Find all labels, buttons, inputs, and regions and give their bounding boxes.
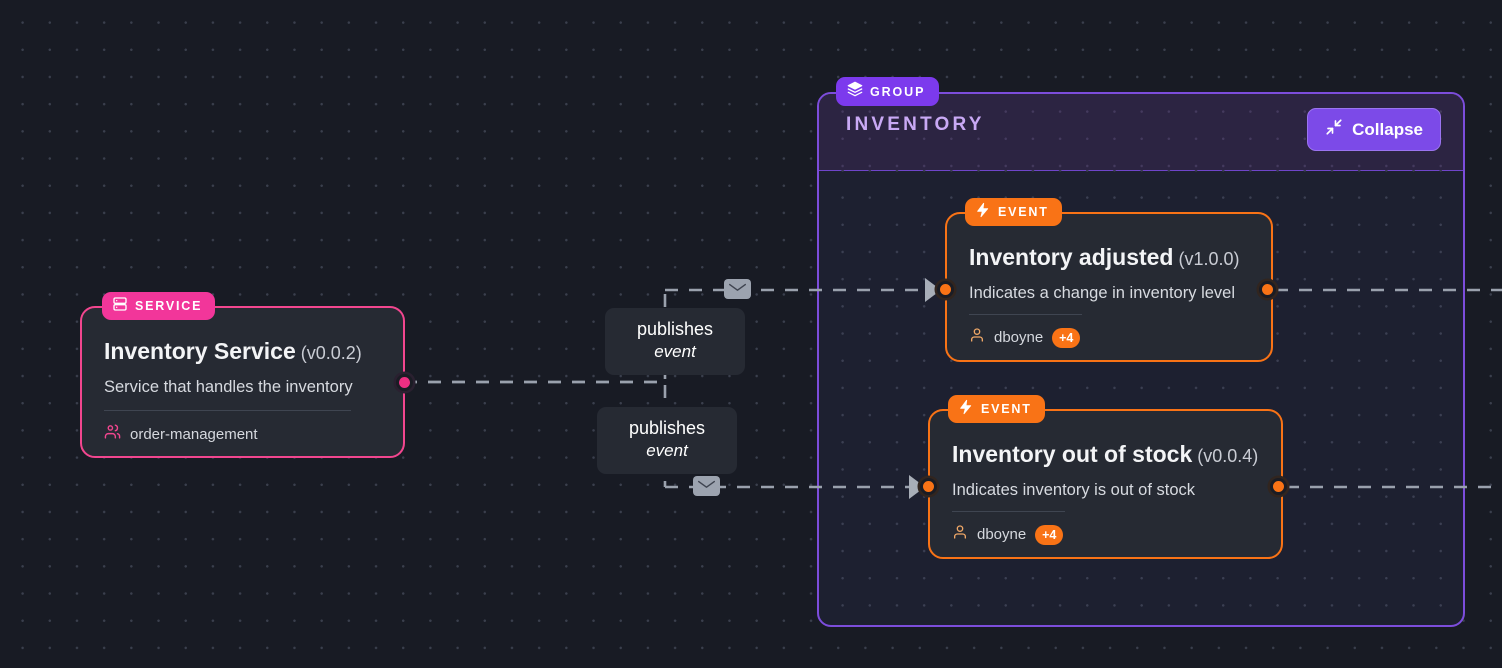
event-owner-stock: dboyne +4 [952, 524, 1064, 545]
node-inventory-service[interactable]: SERVICE Inventory Service(v0.0.2) Servic… [80, 292, 405, 458]
event-output-handle-adjusted[interactable] [1259, 281, 1276, 298]
service-owner: order-management [104, 423, 258, 445]
event-title-text-adjusted: Inventory adjusted [969, 244, 1174, 270]
event-input-handle-adjusted[interactable] [937, 281, 954, 298]
service-output-handle[interactable] [396, 374, 413, 391]
service-title: Inventory Service(v0.0.2) [104, 338, 385, 365]
event-description-stock: Indicates inventory is out of stock [952, 481, 1196, 499]
event-title-text-stock: Inventory out of stock [952, 441, 1193, 467]
event-output-handle-stock[interactable] [1270, 478, 1287, 495]
server-stack-icon [112, 296, 128, 317]
service-version: (v0.0.2) [300, 343, 362, 363]
event-divider-adjusted [969, 314, 1082, 315]
event-title-adjusted: Inventory adjusted(v1.0.0) [969, 244, 1253, 271]
node-inventory-adjusted[interactable]: EVENT Inventory adjusted(v1.0.0) Indicat… [945, 198, 1273, 362]
edge-label-line1-stock: publishes [628, 418, 706, 438]
event-owner-count-stock: +4 [1035, 524, 1064, 545]
event-title-stock: Inventory out of stock(v0.0.4) [952, 441, 1263, 468]
event-version-adjusted: (v1.0.0) [1178, 249, 1240, 269]
event-owner-label-adjusted: dboyne [994, 329, 1044, 346]
edge-label-line2-stock: event [646, 441, 688, 461]
service-title-text: Inventory Service [104, 338, 296, 364]
event-badge-stock: EVENT [948, 395, 1045, 423]
event-version-stock: (v0.0.4) [1197, 446, 1259, 466]
edge-envelope-stock [693, 476, 720, 496]
event-badge-adjusted: EVENT [965, 198, 1062, 226]
edge-label-line1-adjusted: publishes [636, 319, 714, 339]
lightning-bolt-icon [975, 202, 991, 223]
event-input-handle-stock[interactable] [920, 478, 937, 495]
user-icon [952, 524, 968, 545]
layers-icon [847, 81, 863, 102]
service-badge-label: SERVICE [135, 299, 203, 313]
collapse-arrows-icon [1325, 118, 1343, 141]
event-badge-label-stock: EVENT [981, 402, 1032, 416]
group-title: INVENTORY [846, 114, 985, 135]
event-owner-count-adjusted: +4 [1052, 327, 1081, 348]
collapse-button[interactable]: Collapse [1307, 108, 1441, 151]
user-icon [969, 327, 985, 348]
node-inventory-out-of-stock[interactable]: EVENT Inventory out of stock(v0.0.4) Ind… [928, 395, 1283, 559]
event-owner-label-stock: dboyne [977, 526, 1027, 543]
event-badge-label-adjusted: EVENT [998, 205, 1049, 219]
group-badge-label: GROUP [870, 84, 926, 99]
event-owner-adjusted: dboyne +4 [969, 327, 1081, 348]
service-description: Service that handles the inventory [104, 378, 353, 396]
edge-label-publishes-stock[interactable]: publishes event [597, 407, 737, 475]
service-badge: SERVICE [102, 292, 216, 320]
edge-label-publishes-adjusted[interactable]: publishes event [605, 308, 745, 376]
service-divider [104, 410, 351, 411]
event-divider-stock [952, 511, 1065, 512]
lightning-bolt-icon [958, 399, 974, 420]
users-icon [104, 423, 121, 445]
group-badge: GROUP [836, 77, 940, 106]
service-owner-label: order-management [130, 425, 258, 443]
collapse-button-label: Collapse [1352, 119, 1423, 139]
event-description-adjusted: Indicates a change in inventory level [969, 284, 1235, 302]
edge-envelope-adjusted [724, 279, 751, 299]
edge-label-line2-adjusted: event [654, 342, 696, 362]
